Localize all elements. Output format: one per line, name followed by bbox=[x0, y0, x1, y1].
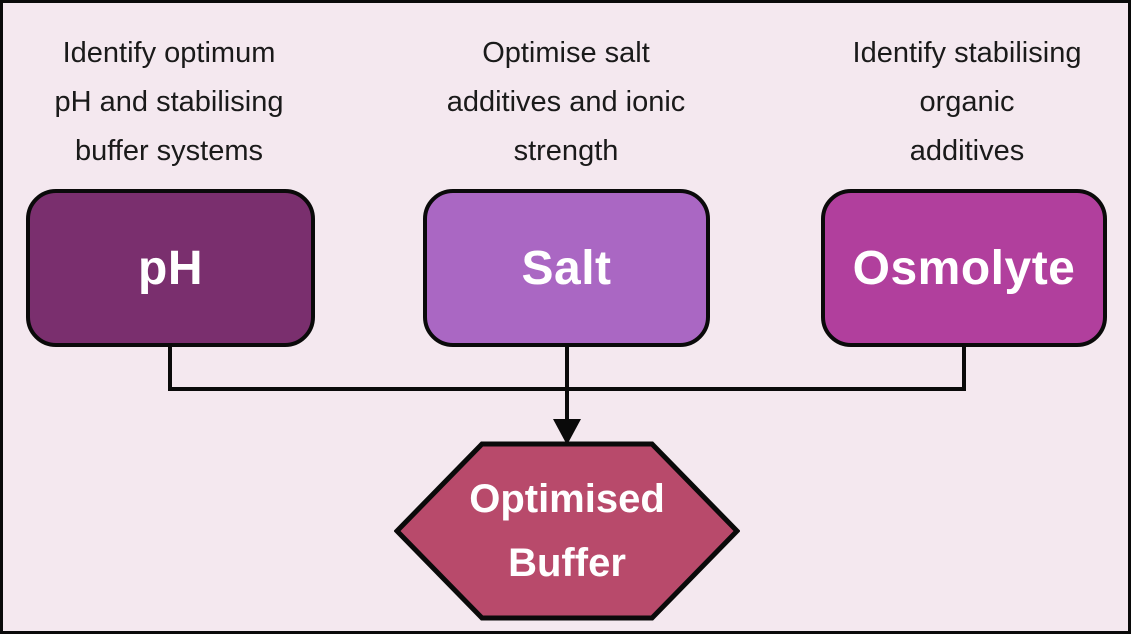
node-osmolyte: Osmolyte bbox=[821, 189, 1107, 347]
node-salt-label: Salt bbox=[521, 241, 612, 295]
caption-osmolyte: Identify stabilising organic additives bbox=[852, 37, 1082, 167]
result-node-label-line2: Buffer bbox=[508, 541, 626, 585]
connector-ph-stub bbox=[168, 347, 172, 391]
node-optimised-buffer: Optimised Buffer bbox=[394, 441, 740, 621]
node-ph-label: pH bbox=[138, 241, 203, 295]
node-salt: Salt bbox=[423, 189, 710, 347]
connector-center-shaft bbox=[565, 347, 569, 421]
node-ph: pH bbox=[26, 189, 315, 347]
result-node-label-line1: Optimised bbox=[469, 477, 665, 521]
node-osmolyte-label: Osmolyte bbox=[852, 241, 1076, 295]
caption-ph: Identify optimum pH and stabilising buff… bbox=[54, 37, 284, 167]
result-node-label: Optimised Buffer bbox=[394, 441, 740, 621]
arrow-down-icon bbox=[553, 419, 581, 445]
caption-salt: Optimise salt additives and ionic streng… bbox=[446, 37, 686, 167]
connector-osmolyte-stub bbox=[962, 347, 966, 391]
hexagon-shape bbox=[394, 441, 740, 621]
